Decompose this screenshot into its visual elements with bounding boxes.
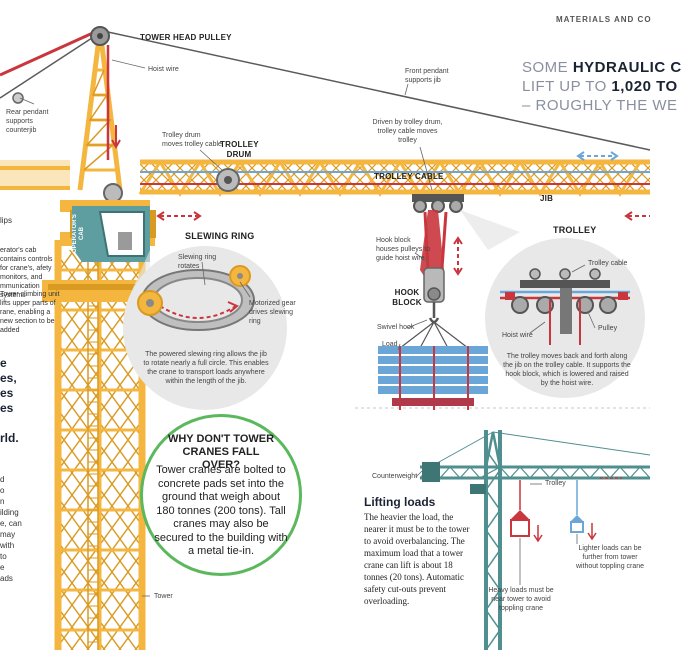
- fact-line3: – ROUGHLY THE WE: [522, 97, 678, 114]
- hoist-wire: [106, 45, 121, 160]
- left-cab-text: erator's cab contains controls for crane…: [0, 247, 53, 299]
- left-climbing-text: Tower climbing unit lifts upper parts of…: [0, 291, 60, 334]
- left-small-line: n: [0, 497, 5, 506]
- load-label: Load: [382, 341, 398, 348]
- front-pendant-label: Front pendant supports jib: [405, 68, 449, 84]
- trolley-desc: The trolley moves back and forth along t…: [503, 353, 631, 387]
- operators-cab-label: OPERATOR'S CAB: [72, 214, 85, 254]
- left-big-line: es: [0, 386, 14, 400]
- left-lips-text: lips: [0, 216, 13, 225]
- left-big-line: [0, 416, 19, 431]
- slewing-ring-graphic: [137, 265, 255, 331]
- fact-line2-pre: LIFT UP TO: [522, 78, 612, 95]
- counterjib: [0, 160, 70, 190]
- fact-headline: SOME HYDRAULIC C LIFT UP TO 1,020 TO – R…: [522, 58, 682, 115]
- left-small-line: e, can: [0, 519, 22, 528]
- left-small-line: e: [0, 563, 5, 572]
- tower-head-pulley-label: TOWER HEAD PULLEY: [140, 33, 232, 42]
- section-header: MATERIALS AND CO: [556, 15, 652, 24]
- load-graphic: [378, 346, 488, 410]
- left-small-line: may: [0, 530, 16, 539]
- label-pointers: [19, 59, 596, 597]
- left-small-line: to: [0, 552, 7, 561]
- slewing-desc: The powered slewing ring allows the jib …: [143, 351, 269, 385]
- counterweight-label: Counterweight: [372, 473, 418, 480]
- rear-pendant-label: Rear pendant supports counterjib: [6, 109, 49, 134]
- driven-by-label: Driven by trolley drum, trolley cable mo…: [372, 119, 443, 144]
- trolley-drum: [216, 168, 240, 192]
- front-pendant-line: [107, 31, 651, 151]
- left-small-line: ilding: [0, 508, 19, 517]
- left-big-line: rld.: [0, 431, 19, 445]
- lifting-body: The heavier the load, the nearer it must…: [364, 512, 470, 606]
- trolley-drum-desc: Trolley drum moves trolley cable: [162, 132, 222, 148]
- heavy-loads-label: Heavy loads must be near tower to avoid …: [488, 587, 554, 612]
- tower: [42, 240, 152, 650]
- hook-block-desc: Hook block houses pulleys to guide hoist…: [376, 237, 431, 262]
- lifting-title: Lifting loads: [364, 495, 436, 509]
- hook-block-label: HOOK BLOCK: [392, 288, 422, 307]
- left-small-line: with: [0, 541, 15, 550]
- trolley-graphic: [412, 194, 464, 213]
- why-callout-title: WHY DON'T TOWER CRANES FALL OVER?: [167, 433, 275, 471]
- left-small-line: d: [0, 475, 5, 484]
- slewing-ring-title: SLEWING RING: [185, 231, 255, 241]
- left-big-text: e es, es es rld.: [0, 356, 19, 446]
- hoist-wire-label: Hoist wire: [148, 66, 179, 73]
- tower-label: Tower: [154, 593, 173, 600]
- trolley-drum-label: TROLLEY DRUM: [220, 140, 259, 159]
- left-small-line: ads: [0, 574, 13, 583]
- trolley-small-label: Trolley: [545, 480, 566, 487]
- jib-rotation-arrows: [156, 151, 650, 221]
- tower-head: [77, 26, 123, 191]
- left-small-line: o: [0, 486, 5, 495]
- slewing-ring-rotates-label: Slewing ring rotates: [178, 254, 217, 270]
- rear-pendant-line: [0, 30, 96, 99]
- motorized-gear-label: Motorized gear drives slewing ring: [249, 300, 296, 325]
- trolley-title: TROLLEY: [553, 225, 597, 235]
- fact-line1-bold: HYDRAULIC C: [572, 59, 682, 76]
- why-callout: WHY DON'T TOWER CRANES FALL OVER? Tower …: [140, 414, 302, 576]
- jib-label: JIB: [540, 194, 554, 203]
- left-big-line: es,: [0, 371, 17, 385]
- fact-line1-pre: SOME: [522, 59, 573, 76]
- crane-illustration: [0, 26, 651, 650]
- small-crane-graphic: [415, 430, 651, 650]
- left-small-text: d o n ilding e, can may with to e ads: [0, 474, 22, 584]
- hoist-wire-small-label: Hoist wire: [502, 332, 533, 339]
- why-callout-body: Tower cranes are bolted to concrete pads…: [154, 464, 288, 557]
- operators-cab-graphic: [72, 206, 150, 262]
- fact-line2-bold: 1,020 TO: [611, 78, 678, 95]
- hook-block-graphic: [399, 210, 469, 349]
- left-big-line: e: [0, 356, 7, 370]
- pulley-label: Pulley: [598, 325, 618, 332]
- trolley-cable-label: TROLLEY CABLE: [374, 172, 444, 181]
- trolley-detail-graphic: [500, 268, 630, 345]
- left-big-line: es: [0, 401, 14, 415]
- trolley-cable-small-label: Trolley cable: [588, 260, 628, 267]
- lighter-loads-label: Lighter loads can be further from tower …: [575, 545, 645, 570]
- swivel-hook-label: Swivel hook: [377, 324, 415, 331]
